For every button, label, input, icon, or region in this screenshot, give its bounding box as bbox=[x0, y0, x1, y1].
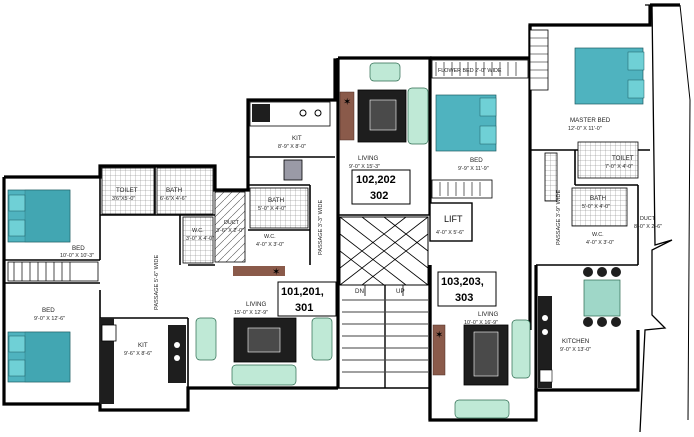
toilet-right-dim: 7'-0" X 4'-0" bbox=[605, 164, 633, 170]
bed-icon bbox=[7, 331, 71, 383]
master-bed-dim: 12'-0" X 11'-0" bbox=[568, 126, 602, 132]
kit-left-dim: 9'-6" X 8'-6" bbox=[124, 351, 152, 357]
flat-left-line1: 101,201, bbox=[281, 286, 324, 298]
wc-right-label: W.C. bbox=[592, 232, 604, 238]
flat-number-left: 101,201, 301 bbox=[277, 281, 337, 317]
living-lower-left-label: LIVING bbox=[246, 301, 266, 308]
flat-left-line2: 301 bbox=[295, 302, 313, 314]
unit-left: ✶ bbox=[4, 166, 333, 410]
stair-up-label: UP bbox=[396, 288, 405, 295]
kit-upper-label: KIT bbox=[292, 135, 302, 142]
bed-upper-left-label: BED bbox=[72, 245, 85, 252]
bed-lower-left-label: BED bbox=[42, 307, 55, 314]
toilet-left-dim: 3'6"X5'-0" bbox=[112, 196, 135, 202]
flat-number-top: 102,202 302 bbox=[351, 169, 411, 205]
bath-mid-label: BATH bbox=[268, 197, 284, 204]
passage-right-label: PASSAGE 3'-9" WIDE bbox=[556, 190, 562, 245]
living-lower-right-label: LIVING bbox=[478, 311, 498, 318]
master-bed-label: MASTER BED bbox=[570, 117, 611, 124]
sofa-icon bbox=[195, 317, 333, 386]
wc-mid-dim: 4'-0" X 3'-0" bbox=[256, 242, 284, 248]
svg-text:✶: ✶ bbox=[343, 97, 351, 108]
wc-right-dim: 4'-0" X 3'-0" bbox=[586, 240, 614, 246]
unit-right: ✶ bbox=[432, 29, 650, 419]
bath-left-dim: 6'-6"X 4'-6" bbox=[160, 196, 187, 202]
passage-labels: PASSAGE 5'-6" WIDE PASSAGE 3'-3" WIDE PA… bbox=[154, 190, 562, 310]
kit-upper-dim: 8'-9" X 8'-0" bbox=[278, 144, 306, 150]
bed-mid-dim: 9'-9" X 11'-9" bbox=[458, 166, 489, 172]
svg-text:✶: ✶ bbox=[272, 267, 280, 278]
lift-dim: 4'-0" X 5'-6" bbox=[436, 230, 464, 236]
flat-top-line1: 102,202 bbox=[356, 174, 396, 186]
room-labels: TOILET 3'6"X5'-0" BATH 6'-6"X 4'-6" BED … bbox=[34, 68, 662, 357]
living-top-dim: 9'-0" X 15'-3" bbox=[349, 164, 380, 170]
living-lower-left-dim: 15'-0" X 12'-9" bbox=[234, 310, 268, 316]
bed-icon bbox=[574, 47, 645, 105]
bed-lower-left-dim: 9'-0" X 12'-6" bbox=[34, 316, 65, 322]
duct-left-label: DUCT bbox=[224, 220, 240, 226]
living-lower-right-dim: 10'-0" X 16'-9" bbox=[464, 320, 498, 326]
wc-left-dim: 3'-0" X 4'-0" bbox=[186, 236, 214, 242]
flower-bed-label: FLOWER BED 2'-0" WIDE bbox=[438, 68, 502, 74]
flat-number-right: 103,203, 303 bbox=[437, 271, 497, 307]
flat-right-line2: 303 bbox=[455, 292, 473, 304]
living-top-label: LIVING bbox=[358, 155, 378, 162]
passage-left-label: PASSAGE 5'-6" WIDE bbox=[154, 255, 160, 310]
toilet-left-label: TOILET bbox=[116, 187, 138, 194]
bed-upper-left-dim: 10'-0" X 10'-3" bbox=[60, 253, 94, 259]
bath-left-label: BATH bbox=[166, 187, 182, 194]
bed-icon bbox=[7, 189, 71, 243]
unit-top: ✶ bbox=[248, 59, 529, 265]
toilet-right-label: TOILET bbox=[612, 155, 634, 162]
kitchen-right-dim: 9'-0" X 13'-0" bbox=[560, 347, 591, 353]
duct-right-label: DUCT bbox=[640, 216, 656, 222]
wc-mid-label: W.C. bbox=[264, 234, 276, 240]
duct-right-dim: 8'-0" X 2'-6" bbox=[634, 224, 662, 230]
svg-text:✶: ✶ bbox=[435, 330, 443, 341]
bath-right-dim: 5'-0" X 4'-0" bbox=[582, 204, 610, 210]
kitchen-right-label: KITCHEN bbox=[562, 338, 589, 345]
lift-label: LIFT bbox=[444, 214, 463, 224]
bath-mid-dim: 5'-0" X 4'-0" bbox=[258, 206, 286, 212]
wc-left-label: W.C. bbox=[192, 228, 204, 234]
flat-top-line2: 302 bbox=[370, 190, 388, 202]
dining-table-icon bbox=[583, 267, 621, 327]
bed-icon bbox=[435, 94, 497, 152]
flat-right-line1: 103,203, bbox=[441, 276, 484, 288]
stair-core bbox=[339, 202, 473, 388]
kit-left-label: KIT bbox=[138, 342, 148, 349]
passage-mid-label: PASSAGE 3'-3" WIDE bbox=[318, 200, 324, 255]
duct-left-dim: 3'-6" X 2'-0" bbox=[216, 228, 244, 234]
stair-down-label: DN bbox=[355, 288, 364, 295]
site-boundary bbox=[639, 4, 691, 433]
bath-right-label: BATH bbox=[590, 195, 606, 202]
bed-mid-label: BED bbox=[470, 157, 483, 164]
